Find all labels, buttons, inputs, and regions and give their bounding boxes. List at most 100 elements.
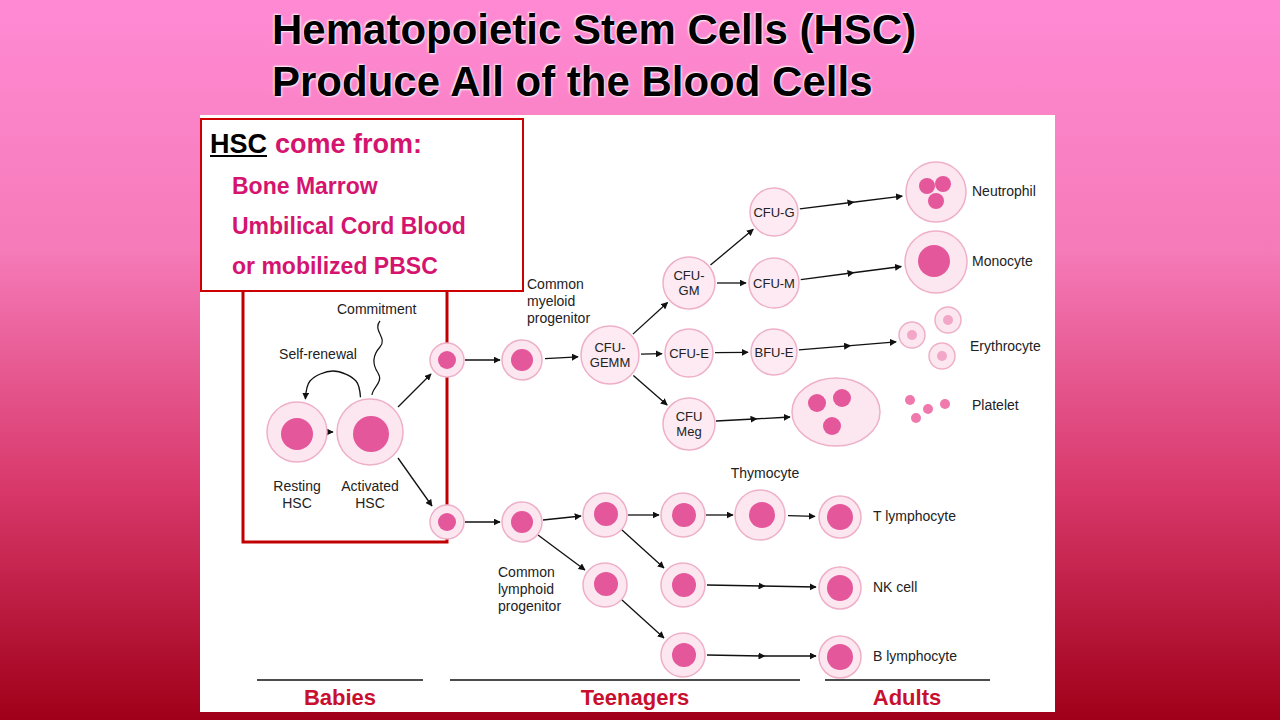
arrow [398,374,431,407]
cell-body [819,636,861,678]
platelet-dot [923,404,933,414]
blood-cell: Neutrophil [904,160,968,224]
nucleus [353,416,389,452]
cell-shape [733,488,787,542]
cell-label: Common lymphoid progenitor [498,564,588,615]
cell-body [751,329,797,375]
commitment-squiggle [372,321,382,395]
lineage-arrow [800,196,902,209]
cell-group: Erythrocyte [896,306,966,372]
heading-text: come from: [275,129,422,159]
cell-label: Resting HSC [262,478,332,512]
progenitor-circle: CFU-G [749,187,799,237]
nucleus [919,178,935,194]
blood-cell: Common lymphoid progenitor [500,500,544,544]
cell-shape [335,397,405,467]
unlabeled-cell [583,563,627,607]
lineage-arrow [330,431,333,432]
progenitor-name: CFU- GM [673,268,704,298]
cell-label: Erythrocyte [970,338,1041,355]
cell-label: T lymphocyte [873,508,956,525]
lineage-arrow [545,357,578,359]
cell-center [943,315,953,325]
cell-label: Common myeloid progenitor [527,276,607,327]
lineage-arrow [633,375,667,405]
platelet-dot [911,413,921,423]
age-rule [450,679,800,681]
cell-center [907,330,917,340]
blood-cell: NK cell [817,565,863,611]
age-rule [257,679,423,681]
source-item: Umbilical Cord Blood [232,206,508,246]
lineage-arrow [710,229,753,265]
age-label: Adults [873,685,941,710]
age-label: Teenagers [581,685,689,710]
nucleus [749,502,775,528]
cell-body [819,567,861,609]
cell-shape [817,494,863,540]
lineage-arrow [717,282,746,283]
cell-label: Activated HSC [335,478,405,512]
progenitor-circle: BFU-E [750,328,798,376]
edge-label: Self-renewal [277,346,359,363]
source-item: Bone Marrow [232,166,508,206]
lineage-arrow [305,371,360,399]
lineage-arrow [801,266,902,279]
cell-label: Platelet [972,397,1019,414]
cell-body [502,340,542,380]
arrow [465,521,500,522]
progenitor-circle: CFU- GM [662,256,716,310]
cell-label: Neutrophil [972,183,1036,200]
circle-text: BFU-E [755,345,794,360]
circle-text: CFU Meg [671,409,707,439]
blood-cell: Thymocyte [733,488,787,542]
nucleus [281,418,313,450]
nucleus [827,644,853,670]
box-heading: HSC come from: [210,126,508,166]
cell-shape [500,500,544,544]
cell-label: B lymphocyte [873,648,957,665]
slide-title: Hematopoietic Stem Cells (HSC) Produce A… [272,4,1042,108]
double-arrow [716,417,790,421]
double-arrow [707,655,816,656]
cell-body [749,258,799,308]
progenitor-name: CFU-M [753,276,795,291]
nucleus [928,193,944,209]
source-box: HSC come from: Bone MarrowUmbilical Cord B… [200,118,524,292]
progenitor-name: CFU-GEMM [590,340,630,370]
cell-body [906,162,966,222]
unlabeled-cell [661,493,705,537]
progenitor-name: CFU-G [753,205,794,220]
cell-group: Platelet [902,394,950,424]
double-arrow [707,585,816,587]
arrow [543,516,581,520]
white-panel [200,115,1055,712]
cell-shape [903,229,969,295]
cell-body [581,326,639,384]
blood-cell: Common myeloid progenitor [500,338,544,382]
lineage-arrow [633,303,668,335]
arrow [465,359,500,360]
cell-shape [500,338,544,382]
unlabeled-cell [430,343,464,377]
circle-text: CFU- GM [671,268,707,298]
heading-text: HSC [210,129,267,159]
lineage-arrow [641,353,662,355]
arrow [398,458,432,506]
progenitor-circle: CFU-M [748,257,800,309]
platelet-dot [940,399,950,409]
progenitor-name: CFU Meg [676,409,703,439]
cell-shape [904,160,968,224]
nucleus [918,245,950,277]
age-rule [825,679,990,681]
lineage-arrow [788,515,815,517]
nucleus [511,349,533,371]
process-label: Commitment [337,301,416,318]
unlabeled-cell [430,505,464,539]
progenitor-circle: CFU-E [664,328,714,378]
cell-label: Monocyte [972,253,1033,270]
progenitor-circle: CFU-GEMM [580,325,640,385]
age-label: Babies [304,685,376,710]
